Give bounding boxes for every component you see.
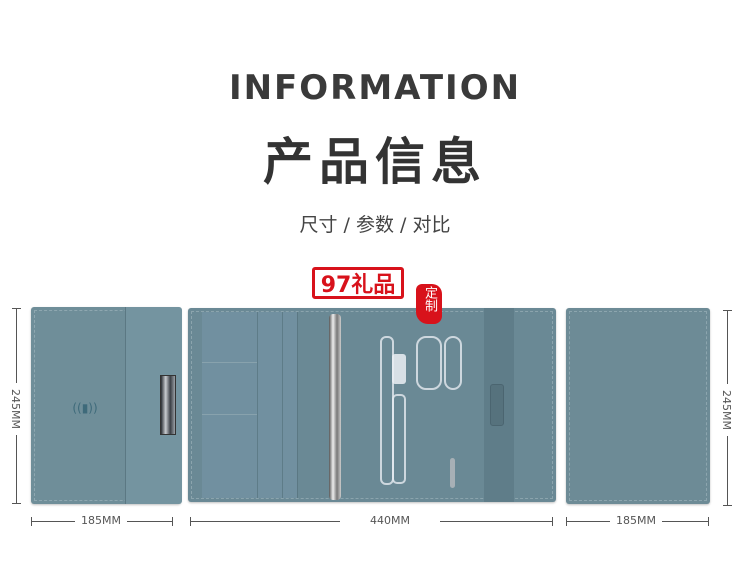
custom-seal: 定制: [416, 284, 442, 324]
front-cover: ((▮)): [31, 307, 182, 504]
pen-tab: [490, 384, 504, 426]
wireless-charging-icon: ((▮)): [72, 401, 98, 415]
magnetic-clasp: [160, 375, 176, 435]
brand-logo: 97礼品: [312, 267, 404, 299]
title-chinese: 产品信息: [263, 133, 487, 191]
front-height-label: 245MM: [9, 383, 22, 435]
ring-binder: [329, 314, 341, 500]
spread-width-label: 440MM: [340, 514, 440, 527]
charging-cables: [380, 336, 462, 485]
subtitle: 尺寸 / 参数 / 对比: [299, 214, 451, 236]
card-slots: [202, 312, 298, 498]
back-width-label: 185MM: [610, 514, 662, 527]
back-height-label: 245MM: [720, 384, 733, 436]
front-width-label: 185MM: [75, 514, 127, 527]
back-cover: [566, 308, 710, 504]
pen-loop: [450, 458, 455, 488]
open-spread: [188, 308, 556, 502]
title-english: INFORMATION: [228, 68, 522, 108]
